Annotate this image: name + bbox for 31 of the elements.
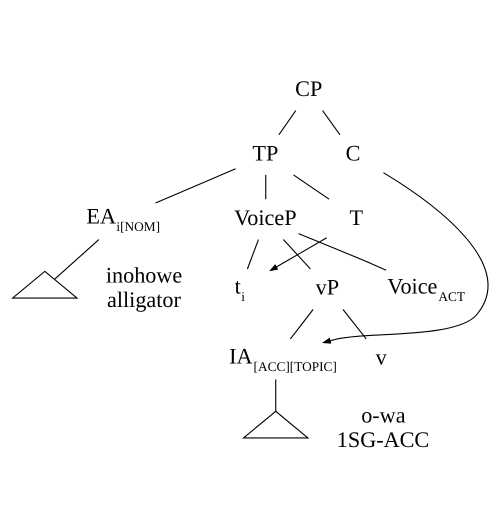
node-text: t$_{i}$ [234,274,246,304]
node-triangle [242,410,310,438]
connector [282,239,311,270]
connector [342,309,367,340]
node-label: 1SG-ACC [336,426,430,452]
connector [278,110,296,136]
connector [293,174,330,200]
connector [275,379,276,412]
connector [298,233,386,271]
node-text: v [376,344,387,370]
connector [322,110,340,136]
connector [246,239,259,270]
connector [54,239,100,280]
arrow [322,172,488,344]
node-text: Voice$_{ACT}$ [387,274,465,304]
connector [155,168,236,204]
node-text: VoiceP [234,204,297,230]
node-label: o-wa [361,402,406,428]
node-text: T [350,204,364,230]
node-text: EA$_{i[NOM]}$ [86,204,160,234]
node-triangle [11,270,79,299]
arrow [269,237,328,272]
node-text: CP [295,76,322,101]
node-text: IA$_{[ACC][TOPIC]}$ [229,344,337,374]
node-text: vP [316,274,340,300]
connector [265,174,266,200]
connector [290,309,314,340]
node-text: C [346,140,360,166]
node-label: alligator [106,286,181,312]
node-label: inohowe [106,262,182,288]
node-text: TP [252,140,278,166]
